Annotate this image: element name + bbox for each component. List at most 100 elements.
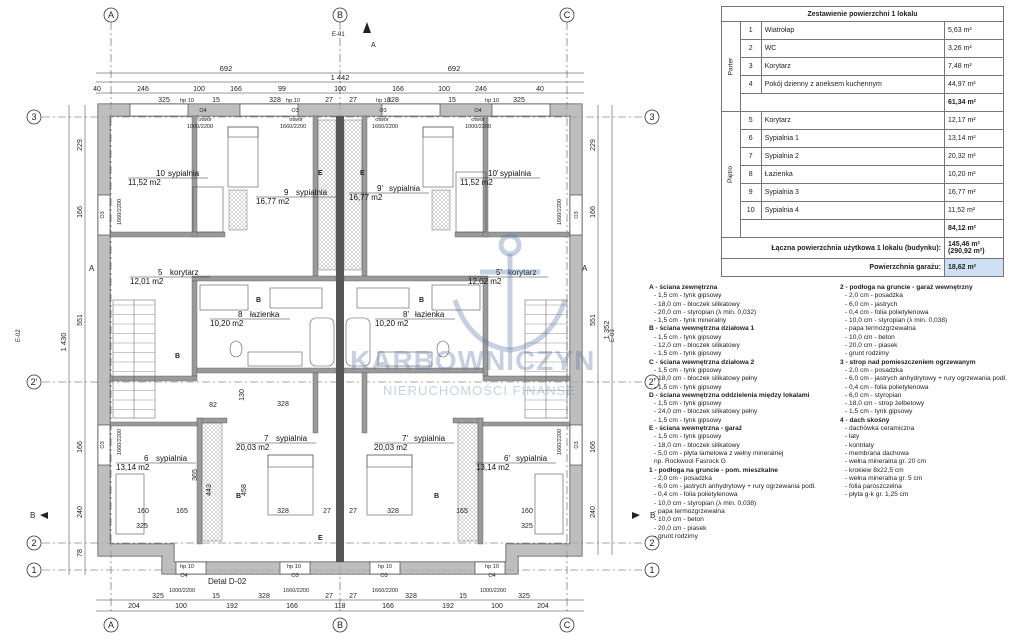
room-area: 12,02 m2	[468, 277, 502, 286]
axis-label-a-top: A	[108, 10, 114, 20]
spec-item: - 1,5 cm - tynk gipsowy	[654, 400, 722, 408]
spec-item: - 1,5 cm - tynk gipsowy	[654, 383, 722, 391]
spec-item: - 20,0 cm - piasek	[654, 524, 707, 532]
section-a-top: A	[371, 42, 376, 49]
table-cell-number: 3	[739, 57, 762, 76]
section-e03: E-03	[610, 329, 616, 342]
axis-label-2-right: 2	[649, 538, 654, 548]
dimension-label: 328	[387, 97, 399, 104]
table-cell-area: 11,52 m²	[944, 201, 1004, 220]
window-label-hp: hp 10	[180, 98, 194, 104]
wall-type-b: B	[175, 353, 180, 360]
staircase-right	[524, 299, 568, 419]
dimension-label: 166	[77, 206, 84, 218]
table-cell-room: Pokój dzienny z aneksem kuchennym	[760, 75, 946, 94]
dim-half-left: 692	[220, 64, 233, 73]
section-markers: E-01 A A A B B E-02 E-03	[16, 22, 655, 520]
dim-right-total: 1 352	[602, 321, 611, 340]
dimension-label: 40	[536, 86, 544, 93]
dimension-label: 192	[442, 603, 454, 610]
spec-item: - 1,5 cm - tynk gipsowy	[654, 350, 722, 358]
table-sum-value: 61,34 m²	[944, 93, 1004, 112]
axis-label-3-right: 3	[649, 112, 654, 122]
spec-item: - 20,0 cm - piasek	[845, 342, 898, 350]
table-sum-value: 84,12 m²	[944, 219, 1004, 238]
table-cell-room: Wiatrołap	[760, 21, 946, 40]
table-group-name: Piętro	[727, 166, 735, 183]
table-cell-room: Sypialnia 1	[760, 129, 946, 148]
inner-dimension-label: 165	[176, 508, 188, 515]
window-label-o4-size: 1000/2200	[169, 588, 195, 594]
watermark-anchor-icon	[452, 233, 568, 353]
dimension-label: 166	[286, 603, 298, 610]
window-label-hp: hp 10	[378, 564, 392, 570]
room-number: 9	[284, 188, 289, 197]
window-label-side-size: 1660/2200	[117, 429, 123, 455]
spec-item: - 2,0 cm - posadzka	[845, 366, 903, 374]
spec-heading: 1 - podłoga na gruncie - pom. mieszkalne	[649, 466, 778, 474]
table-cell-number: 4	[739, 75, 762, 94]
table-sum-spacer	[739, 219, 946, 238]
window-label-hp: hp 10	[485, 564, 499, 570]
room-area: 13,14 m2	[476, 463, 510, 472]
dimension-label: 328	[258, 593, 270, 600]
dimension-label: 100	[193, 86, 205, 93]
spec-heading: A - ściana zewnętrzna	[649, 284, 718, 291]
table-cell-room: Sypialnia 4	[760, 201, 946, 220]
window-label-o4: O4	[474, 108, 481, 114]
dimension-label: 204	[537, 603, 549, 610]
room-area: 20,03 m2	[374, 443, 408, 452]
spec-item: - łaty	[845, 433, 860, 441]
dimension-label: 78	[77, 549, 84, 557]
dimension-label: 118	[334, 603, 345, 610]
table-cell-number: 6	[739, 129, 762, 148]
room-number: 10	[156, 169, 165, 178]
table-garage-value: 18,62 m²	[944, 258, 1004, 277]
spec-item: - grunt rodzimy	[654, 532, 698, 540]
detail-label: Detal D-02	[208, 577, 247, 586]
table-cell-number: 5	[739, 111, 762, 130]
watermark-subtext: NIERUCHOMOŚCI FINANSE	[383, 383, 576, 398]
table-total-label: Łączna powierzchnia użytkowa 1 lokalu (b…	[721, 237, 945, 259]
room-area: 12,01 m2	[130, 277, 164, 286]
room-area: 10,20 m2	[210, 319, 244, 328]
table-cell-area: 3,26 m²	[944, 39, 1004, 58]
room-number: 8'	[403, 310, 409, 319]
dimension-label: 325	[513, 97, 525, 104]
table-cell-area: 16,77 m²	[944, 183, 1004, 202]
dimension-label: 325	[152, 593, 164, 600]
window-label-side-size: 1660/2200	[117, 199, 123, 225]
inner-dimension-label: 82	[209, 402, 217, 409]
spec-item: - 6,0 cm - jastrych anhydrytowy + rury o…	[654, 483, 816, 491]
spec-item: - 10,0 cm - beton	[845, 333, 895, 341]
spec-item: np. Rockwool Fasrock G	[654, 458, 726, 466]
inner-dimension-label: 27	[349, 508, 357, 515]
spec-item: - wełna mineralna gr. 5 cm	[845, 474, 923, 482]
axis-label-b-bottom: B	[337, 620, 343, 630]
dimension-label: 15	[448, 97, 456, 104]
table-title: Zestawienie powierzchni 1 lokalu	[721, 6, 1004, 22]
window-label-o4-size: 1000/2200	[187, 124, 213, 130]
inner-dimension-label: 328	[387, 508, 399, 515]
section-b-right: B	[650, 511, 655, 520]
window-label-o3-size: 1660/2200	[283, 588, 309, 594]
table-sum-spacer	[739, 93, 946, 112]
spec-heading: C - ściana wewnętrzna działowa 2	[649, 358, 755, 366]
inner-dimension-label: 458	[241, 484, 248, 496]
table-cell-room: Sypialnia 2	[760, 147, 946, 166]
window-label-obw: otwór	[198, 117, 212, 123]
room-name: sypialnia	[516, 454, 548, 463]
section-a-left: A	[89, 264, 95, 273]
spec-item: - krokiew 8x22,5 cm	[845, 466, 904, 474]
window-label-side-size: 1660/2200	[557, 429, 563, 455]
spec-item: - 24,0 cm - bloczek silikatowy pełny	[654, 408, 758, 416]
